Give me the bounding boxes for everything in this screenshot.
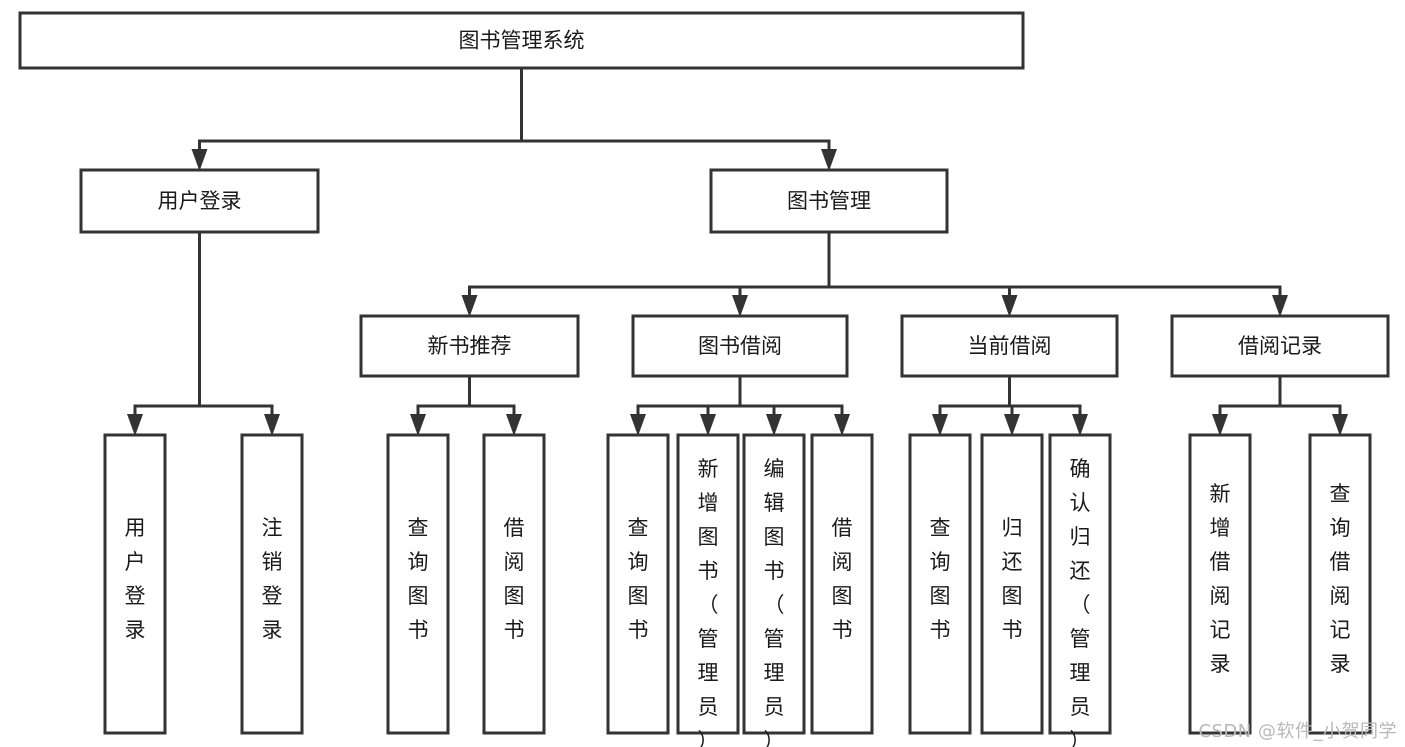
node-box-leaf-add-book — [676, 433, 740, 735]
node-root[interactable]: 图书管理系统 — [18, 11, 1025, 70]
node-box-leaf-return-book — [980, 433, 1044, 735]
node-leaf-query-book-2[interactable]: 查询图书 — [606, 433, 670, 735]
node-book-manage[interactable]: 图书管理 — [709, 168, 949, 234]
node-box-leaf-edit-book — [742, 433, 806, 735]
node-leaf-confirm-return[interactable]: 确认归还（管理员） — [1048, 433, 1112, 747]
node-label-leaf-add-record: 新增借阅记录 — [1210, 482, 1231, 676]
node-borrow-record[interactable]: 借阅记录 — [1170, 314, 1390, 378]
node-label-leaf-edit-book: 编辑图书（管理员） — [764, 457, 785, 747]
node-label-leaf-query-book-2: 查询图书 — [628, 516, 649, 642]
node-leaf-add-book[interactable]: 新增图书（管理员） — [676, 433, 740, 747]
node-box-book-manage — [709, 168, 949, 234]
node-leaf-borrow-book-1[interactable]: 借阅图书 — [482, 433, 546, 735]
node-label-leaf-return-book: 归还图书 — [1002, 516, 1023, 642]
node-leaf-query-book-1[interactable]: 查询图书 — [386, 433, 450, 735]
edges-layer — [127, 66, 1348, 436]
node-label-borrow-record: 借阅记录 — [1238, 334, 1322, 358]
node-new-book-recommend[interactable]: 新书推荐 — [359, 314, 580, 378]
node-label-root: 图书管理系统 — [459, 29, 585, 53]
watermark-label: CSDN @软件_小贺同学 — [1198, 721, 1397, 742]
node-label-leaf-logout: 注销登录 — [262, 516, 283, 642]
node-label-leaf-borrow-book-2: 借阅图书 — [832, 516, 853, 642]
node-box-leaf-borrow-book-2 — [810, 433, 874, 735]
node-box-leaf-logout — [240, 433, 304, 735]
node-box-root — [18, 11, 1025, 70]
node-box-leaf-query-book-2 — [606, 433, 670, 735]
node-box-leaf-add-record — [1188, 433, 1252, 735]
node-leaf-query-book-3[interactable]: 查询图书 — [908, 433, 972, 735]
node-box-leaf-borrow-book-1 — [482, 433, 546, 735]
node-box-current-borrow — [900, 314, 1119, 378]
node-leaf-logout[interactable]: 注销登录 — [240, 433, 304, 735]
node-label-leaf-query-book-1: 查询图书 — [408, 516, 429, 642]
node-label-leaf-confirm-return: 确认归还（管理员） — [1070, 457, 1091, 747]
node-box-new-book-recommend — [359, 314, 580, 378]
node-box-leaf-user-login — [103, 433, 167, 735]
node-label-leaf-query-record: 查询借阅记录 — [1330, 482, 1351, 676]
node-leaf-return-book[interactable]: 归还图书 — [980, 433, 1044, 735]
node-leaf-query-record[interactable]: 查询借阅记录 — [1308, 433, 1372, 735]
node-label-leaf-add-book: 新增图书（管理员） — [698, 457, 719, 747]
node-leaf-user-login[interactable]: 用户登录 — [103, 433, 167, 735]
node-leaf-edit-book[interactable]: 编辑图书（管理员） — [742, 433, 806, 747]
node-box-book-borrow — [631, 314, 849, 378]
nodes-layer: 图书管理系统用户登录图书管理新书推荐图书借阅当前借阅借阅记录用户登录注销登录查询… — [18, 11, 1390, 747]
node-box-borrow-record — [1170, 314, 1390, 378]
node-label-book-borrow: 图书借阅 — [698, 334, 782, 358]
node-box-leaf-query-book-3 — [908, 433, 972, 735]
node-book-borrow[interactable]: 图书借阅 — [631, 314, 849, 378]
node-label-book-manage: 图书管理 — [787, 189, 871, 213]
node-label-user-login: 用户登录 — [158, 189, 242, 213]
node-label-leaf-borrow-book-1: 借阅图书 — [504, 516, 525, 642]
node-leaf-borrow-book-2[interactable]: 借阅图书 — [810, 433, 874, 735]
node-label-current-borrow: 当前借阅 — [968, 334, 1052, 358]
node-current-borrow[interactable]: 当前借阅 — [900, 314, 1119, 378]
node-label-leaf-query-book-3: 查询图书 — [930, 516, 951, 642]
node-label-leaf-user-login: 用户登录 — [125, 516, 146, 642]
node-label-new-book-recommend: 新书推荐 — [428, 334, 512, 358]
node-box-user-login — [79, 168, 320, 234]
node-box-leaf-query-record — [1308, 433, 1372, 735]
node-leaf-add-record[interactable]: 新增借阅记录 — [1188, 433, 1252, 735]
node-user-login[interactable]: 用户登录 — [79, 168, 320, 234]
node-box-leaf-confirm-return — [1048, 433, 1112, 735]
node-box-leaf-query-book-1 — [386, 433, 450, 735]
